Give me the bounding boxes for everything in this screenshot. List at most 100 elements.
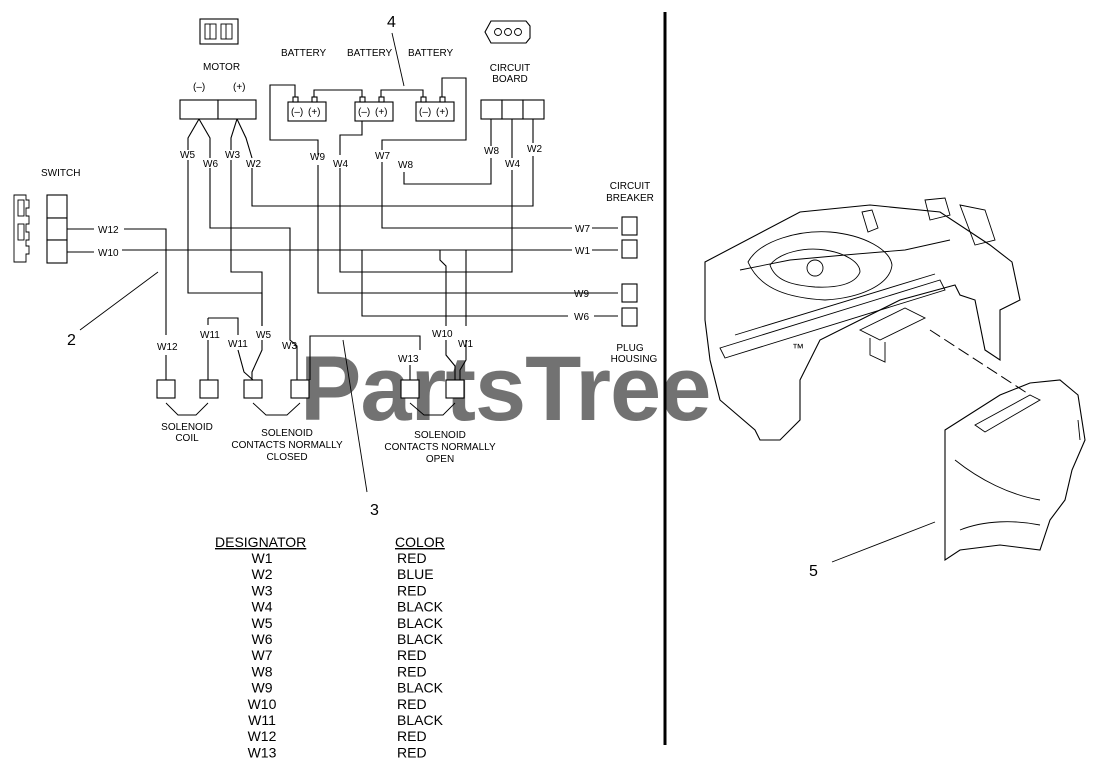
- table-row-designator: W11: [248, 712, 276, 728]
- switch-label: SWITCH: [41, 168, 80, 179]
- circuit-board-terminal-block: [480, 99, 545, 120]
- table-row-color: BLACK: [397, 599, 444, 615]
- svg-text:(+): (+): [308, 107, 321, 118]
- wire-label-w8-battery: W8: [398, 160, 413, 171]
- table-row-color: RED: [397, 696, 427, 712]
- svg-text:(+): (+): [375, 107, 388, 118]
- table-row-color: RED: [397, 663, 427, 679]
- table-row-designator: W8: [252, 663, 273, 679]
- table-row-designator: W4: [252, 599, 273, 615]
- switch-icon: [13, 194, 30, 263]
- circuit-board-label: CIRCUIT: [490, 63, 531, 74]
- table-row-color: RED: [397, 647, 427, 663]
- table-row-designator: W1: [252, 550, 273, 566]
- plug-terminal-1: [621, 283, 638, 303]
- wire-label-w12-switch: W12: [98, 225, 119, 236]
- wire-label-w2-board: W2: [527, 144, 542, 155]
- callout-2: 2: [67, 332, 76, 349]
- wire-label-w8-board: W8: [484, 146, 499, 157]
- solenoid-coil-bracket: [165, 402, 209, 416]
- solenoid-coil-terminal-1: [156, 379, 176, 399]
- table-row-designator: W2: [252, 566, 273, 582]
- solenoid-nc-label-2: CONTACTS NORMALLY: [231, 440, 343, 451]
- wire-label-w3-motor: W3: [225, 150, 240, 161]
- switch-terminal-block: [46, 194, 68, 264]
- table-row-color: RED: [397, 728, 427, 744]
- callout-3: 3: [370, 502, 379, 519]
- wire-label-w12-coil: W12: [157, 342, 178, 353]
- solenoid-coil-label: SOLENOID: [161, 422, 213, 433]
- battery-1: (–) (+): [287, 96, 327, 122]
- table-row-color: BLACK: [397, 631, 444, 647]
- motor-label: MOTOR: [203, 62, 240, 73]
- circuit-board-connector-icon: [484, 20, 531, 44]
- battery-2: (–) (+): [354, 96, 394, 122]
- table-header-color: COLOR: [395, 534, 445, 550]
- solenoid-coil-label-2: COIL: [175, 433, 199, 444]
- solenoid-no-terminal-1: [400, 379, 420, 399]
- breaker-terminal-2: [621, 239, 638, 259]
- wire-label-w4-battery: W4: [333, 159, 348, 170]
- table-row-color: RED: [397, 550, 427, 566]
- table-row-designator: W3: [252, 582, 273, 598]
- battery-label-2: BATTERY: [347, 48, 393, 59]
- wire-label-w13-no: W13: [398, 354, 419, 365]
- watermark-tm: ™: [792, 341, 804, 355]
- plug-housing-label-2: HOUSING: [611, 354, 658, 365]
- svg-text:(+): (+): [436, 107, 449, 118]
- circuit-breaker-label: CIRCUIT: [610, 181, 651, 192]
- table-header-designator: DESIGNATOR: [215, 534, 306, 550]
- motor-pos-label: (+): [233, 82, 246, 93]
- table-row-color: RED: [397, 744, 427, 760]
- solenoid-nc-terminal-2: [290, 379, 310, 399]
- battery-label-3: BATTERY: [408, 48, 454, 59]
- table-row-designator: W9: [252, 680, 273, 696]
- battery-3: (–) (+): [415, 96, 455, 122]
- svg-text:(–): (–): [358, 107, 370, 118]
- solenoid-coil-terminal-2: [199, 379, 219, 399]
- solenoid-no-label: SOLENOID: [414, 430, 466, 441]
- solenoid-nc-label-3: CLOSED: [266, 452, 307, 463]
- battery-wiring: [269, 32, 467, 155]
- wire-label-w9-plug: W9: [574, 289, 589, 300]
- table-row-designator: W10: [248, 696, 277, 712]
- motor-neg-label: (–): [193, 82, 205, 93]
- wire-label-w10-switch: W10: [98, 248, 119, 259]
- mower-housing-illustration: [704, 197, 1086, 563]
- solenoid-no-label-3: OPEN: [426, 454, 454, 465]
- solenoid-nc-bracket: [252, 402, 301, 416]
- wire-label-w11-nc: W11: [228, 339, 248, 350]
- callout-4: 4: [387, 14, 396, 31]
- circuit-board-label-2: BOARD: [492, 74, 528, 85]
- wire-label-w6-motor: W6: [203, 159, 218, 170]
- table-row-color: BLACK: [397, 680, 444, 696]
- table-row-designator: W13: [248, 744, 277, 760]
- table-row-color: BLUE: [397, 566, 434, 582]
- callout-5: 5: [809, 563, 818, 580]
- wire-label-w7-battery: W7: [375, 151, 390, 162]
- motor-terminal-block: [179, 99, 257, 120]
- svg-text:(–): (–): [291, 107, 303, 118]
- wire-label-w5-nc: W5: [256, 330, 271, 341]
- wire-label-w4-board: W4: [505, 159, 520, 170]
- watermark: PartsTree: [300, 338, 710, 440]
- wire-label-w11-top: W11: [200, 330, 220, 341]
- plug-housing-label: PLUG: [616, 343, 643, 354]
- table-row-color: RED: [397, 582, 427, 598]
- solenoid-no-bracket: [409, 402, 456, 416]
- battery-label-1: BATTERY: [281, 48, 327, 59]
- wire-label-w5-motor: W5: [180, 150, 195, 161]
- motor-connector-icon: [199, 18, 239, 45]
- svg-text:(–): (–): [419, 107, 431, 118]
- table-row-color: BLACK: [397, 615, 444, 631]
- wire-label-w2-motor: W2: [246, 159, 261, 170]
- table-row-color: BLACK: [397, 712, 444, 728]
- wire-label-w7-breaker: W7: [575, 224, 590, 235]
- solenoid-nc-terminal-1: [243, 379, 263, 399]
- wire-label-w3-nc: W3: [282, 341, 297, 352]
- wire-label-w1-breaker: W1: [575, 246, 590, 257]
- table-row-designator: W5: [252, 615, 273, 631]
- plug-terminal-2: [621, 307, 638, 327]
